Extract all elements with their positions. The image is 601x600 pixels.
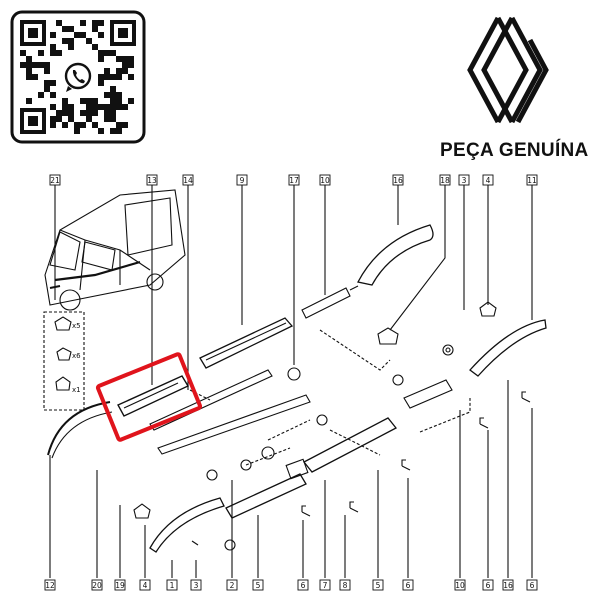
svg-text:11: 11 (527, 176, 537, 185)
callout-top-8: 3 (458, 174, 470, 186)
callout-bottom-13: 10 (454, 579, 466, 591)
callout-top-4: 17 (288, 174, 300, 186)
callout-bottom-2: 19 (114, 579, 126, 591)
svg-text:2: 2 (230, 581, 235, 590)
callout-top-0: 21 (49, 174, 61, 186)
svg-text:19: 19 (115, 581, 125, 590)
exploded-view (43, 185, 547, 578)
svg-text:4: 4 (143, 581, 148, 590)
svg-text:1: 1 (170, 581, 175, 590)
callout-bottom-1: 20 (91, 579, 103, 591)
fastener-qty-2: x1 (72, 386, 81, 394)
callout-bottom-16: 6 (526, 579, 538, 591)
fastener-quantities: x5 x6 x1 (72, 322, 81, 394)
callout-bottom-6: 2 (226, 579, 238, 591)
callout-bottom-9: 7 (319, 579, 331, 591)
qr-code (10, 10, 146, 144)
svg-text:10: 10 (320, 176, 330, 185)
fastener-qty-0: x5 (72, 322, 81, 330)
callout-top-3: 9 (236, 174, 248, 186)
callout-top-10: 11 (526, 174, 538, 186)
callout-top-1: 13 (146, 174, 158, 186)
callout-bottom-12: 6 (402, 579, 414, 591)
svg-text:18: 18 (440, 176, 450, 185)
svg-text:7: 7 (323, 581, 328, 590)
callout-top-5: 10 (319, 174, 331, 186)
callouts-bottom: 12 20 19 4 1 3 2 5 6 7 8 5 6 10 6 16 6 (44, 579, 538, 591)
svg-text:5: 5 (256, 581, 261, 590)
svg-text:6: 6 (406, 581, 411, 590)
svg-text:16: 16 (503, 581, 513, 590)
svg-text:16: 16 (393, 176, 403, 185)
svg-text:8: 8 (343, 581, 348, 590)
callout-bottom-0: 12 (44, 579, 56, 591)
callout-top-9: 4 (482, 174, 494, 186)
svg-text:6: 6 (301, 581, 306, 590)
svg-text:20: 20 (92, 581, 102, 590)
fastener-qty-1: x6 (72, 352, 81, 360)
callout-bottom-5: 3 (190, 579, 202, 591)
svg-text:5: 5 (376, 581, 381, 590)
svg-text:3: 3 (194, 581, 199, 590)
callout-bottom-4: 1 (166, 579, 178, 591)
svg-text:10: 10 (455, 581, 465, 590)
whatsapp-icon (63, 61, 93, 92)
callout-top-6: 16 (392, 174, 404, 186)
svg-text:13: 13 (147, 176, 157, 185)
genuine-part-label: PEÇA GENUÍNA (440, 140, 589, 161)
callout-bottom-7: 5 (252, 579, 264, 591)
svg-text:3: 3 (462, 176, 467, 185)
renault-logo (467, 16, 549, 124)
svg-text:9: 9 (240, 176, 245, 185)
callout-bottom-3: 4 (139, 579, 151, 591)
callout-bottom-14: 6 (482, 579, 494, 591)
callout-top-2: 14 (182, 174, 194, 186)
callout-bottom-15: 16 (502, 579, 514, 591)
part-highlight-box (95, 352, 203, 442)
callout-top-7: 18 (439, 174, 451, 186)
van-illustration (44, 189, 186, 311)
svg-text:21: 21 (50, 176, 60, 185)
svg-text:6: 6 (530, 581, 535, 590)
svg-text:6: 6 (486, 581, 491, 590)
highlighted-molding-13 (117, 375, 189, 417)
callout-bottom-10: 8 (339, 579, 351, 591)
svg-text:17: 17 (289, 176, 299, 185)
callouts-top: 21 13 14 9 17 10 16 18 3 4 11 (49, 174, 538, 186)
callout-bottom-11: 5 (372, 579, 384, 591)
svg-text:4: 4 (486, 176, 491, 185)
clip-fasteners (54, 316, 72, 391)
svg-text:14: 14 (183, 176, 193, 185)
callout-bottom-8: 6 (297, 579, 309, 591)
svg-text:12: 12 (45, 581, 55, 590)
screws-and-clips (133, 285, 531, 551)
